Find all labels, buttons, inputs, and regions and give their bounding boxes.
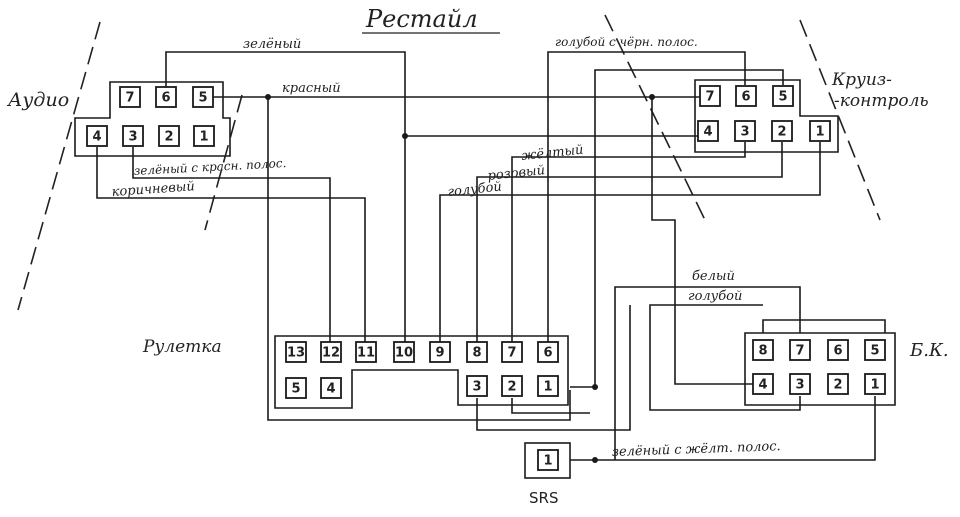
wire-label-red: красный [282, 81, 341, 96]
bk-pin-3: 3 [789, 373, 811, 395]
audio-pin-4: 4 [86, 125, 108, 147]
cruise-pin-3: 3 [734, 120, 756, 142]
cruise-pin-5: 5 [772, 85, 794, 107]
ruletka-pin-1: 1 [537, 375, 559, 397]
audio-pin-label: 6 [161, 91, 170, 106]
wires [96, 51, 886, 461]
cruise-pin-label: 3 [740, 125, 749, 140]
srs-pin-label: 1 [543, 454, 552, 469]
audio-pin-1: 1 [193, 125, 215, 147]
ruletka-pin-label: 13 [287, 346, 305, 361]
wire-label-green-red: зелёный с красн. полос. [133, 156, 286, 178]
srs-label: SRS [529, 489, 558, 507]
ruletka-connector: 13 12 11 10 9 8 7 6 5 4 3 2 1 [274, 335, 569, 409]
ruletka-pin-5: 5 [285, 377, 307, 399]
cruise-control-connector: 7 6 5 4 3 2 1 [694, 79, 839, 153]
bk-connector: 8 7 6 5 4 3 2 1 [744, 332, 896, 406]
ruletka-pin-6: 6 [537, 341, 559, 363]
ruletka-pin-label: 8 [472, 346, 481, 361]
wire-label-white: белый [692, 269, 735, 284]
cruise-pin-7: 7 [699, 85, 721, 107]
audio-pin-label: 2 [164, 130, 173, 145]
audio-label: Аудио [6, 89, 69, 111]
bk-pin-label: 7 [795, 344, 804, 359]
bk-pin-label: 1 [870, 378, 879, 393]
ruletka-pin-12: 12 [320, 341, 342, 363]
cruise-label-line2: -контроль [834, 91, 929, 111]
bk-pin-label: 4 [758, 378, 767, 393]
audio-pin-3: 3 [122, 125, 144, 147]
ruletka-pin-4: 4 [320, 377, 342, 399]
bk-pin-label: 5 [870, 344, 879, 359]
bk-pin-7: 7 [789, 339, 811, 361]
bk-pin-1: 1 [864, 373, 886, 395]
ruletka-pin-13: 13 [285, 341, 307, 363]
audio-pin-label: 1 [199, 130, 208, 145]
bk-pin-label: 2 [833, 378, 842, 393]
ruletka-pin-label: 5 [291, 382, 300, 397]
audio-pin-label: 3 [128, 130, 137, 145]
ruletka-pin-label: 9 [435, 346, 444, 361]
wire-label-blue-black: голубой с чёрн. полос. [555, 35, 698, 49]
ruletka-pin-label: 10 [395, 346, 413, 361]
ruletka-pin-2: 2 [501, 375, 523, 397]
audio-pin-2: 2 [158, 125, 180, 147]
bk-label: Б.К. [909, 340, 949, 361]
ruletka-pin-label: 6 [543, 346, 552, 361]
ruletka-pin-8: 8 [466, 341, 488, 363]
cruise-pin-6: 6 [735, 85, 757, 107]
cruise-pin-4: 4 [697, 120, 719, 142]
cruise-pin-label: 2 [777, 125, 786, 140]
dashed-separators [17, 14, 881, 311]
cruise-label-line1: Круиз- [831, 70, 892, 90]
ruletka-pin-label: 7 [507, 346, 516, 361]
audio-pin-7: 7 [119, 86, 141, 108]
audio-pin-label: 4 [92, 130, 101, 145]
ruletka-pin-label: 1 [543, 380, 552, 395]
ruletka-pin-10: 10 [393, 341, 415, 363]
wire-label-brown: коричневый [111, 179, 195, 200]
bk-pin-6: 6 [827, 339, 849, 361]
cruise-pin-label: 7 [705, 90, 714, 105]
bk-pin-label: 6 [833, 344, 842, 359]
ruletka-pin-9: 9 [429, 341, 451, 363]
bk-pin-label: 3 [795, 378, 804, 393]
bk-pin-label: 8 [758, 344, 767, 359]
audio-pin-6: 6 [155, 86, 177, 108]
audio-pin-5: 5 [192, 86, 214, 108]
ruletka-pin-label: 12 [322, 346, 340, 361]
ruletka-pin-label: 4 [326, 382, 335, 397]
junction-dots [265, 94, 655, 463]
bk-pin-2: 2 [827, 373, 849, 395]
wire-label-blue2: голубой [688, 289, 742, 304]
diagram-title: Рестайл [365, 5, 478, 33]
wire-label-green-yellow: зелёный с жёлт. полос. [612, 439, 781, 460]
audio-pin-label: 5 [198, 91, 207, 106]
ruletka-pin-7: 7 [501, 341, 523, 363]
srs-pin-1: 1 [537, 449, 559, 471]
cruise-pin-label: 4 [703, 125, 712, 140]
bk-pin-4: 4 [752, 373, 774, 395]
wire-label-yellow: жёлтый [521, 143, 584, 164]
audio-pin-label: 7 [125, 91, 134, 106]
cruise-pin-label: 6 [741, 90, 750, 105]
srs-connector: 1 [524, 442, 571, 479]
bk-pin-5: 5 [864, 339, 886, 361]
cruise-pin-label: 1 [815, 125, 824, 140]
ruletka-label: Рулетка [142, 337, 222, 357]
cruise-pin-1: 1 [809, 120, 831, 142]
ruletka-pin-11: 11 [355, 341, 377, 363]
cruise-pin-label: 5 [778, 90, 787, 105]
ruletka-pin-label: 11 [357, 346, 375, 361]
wire-label-green: зелёный [243, 37, 301, 52]
cruise-pin-2: 2 [771, 120, 793, 142]
bk-pin-8: 8 [752, 339, 774, 361]
wire-label-blue: голубой [447, 179, 503, 200]
audio-connector: 7 6 5 4 3 2 1 [74, 81, 231, 157]
wire-label-pink: розовый [487, 163, 546, 184]
ruletka-pin-label: 3 [472, 380, 481, 395]
ruletka-pin-label: 2 [507, 380, 516, 395]
ruletka-pin-3: 3 [466, 375, 488, 397]
